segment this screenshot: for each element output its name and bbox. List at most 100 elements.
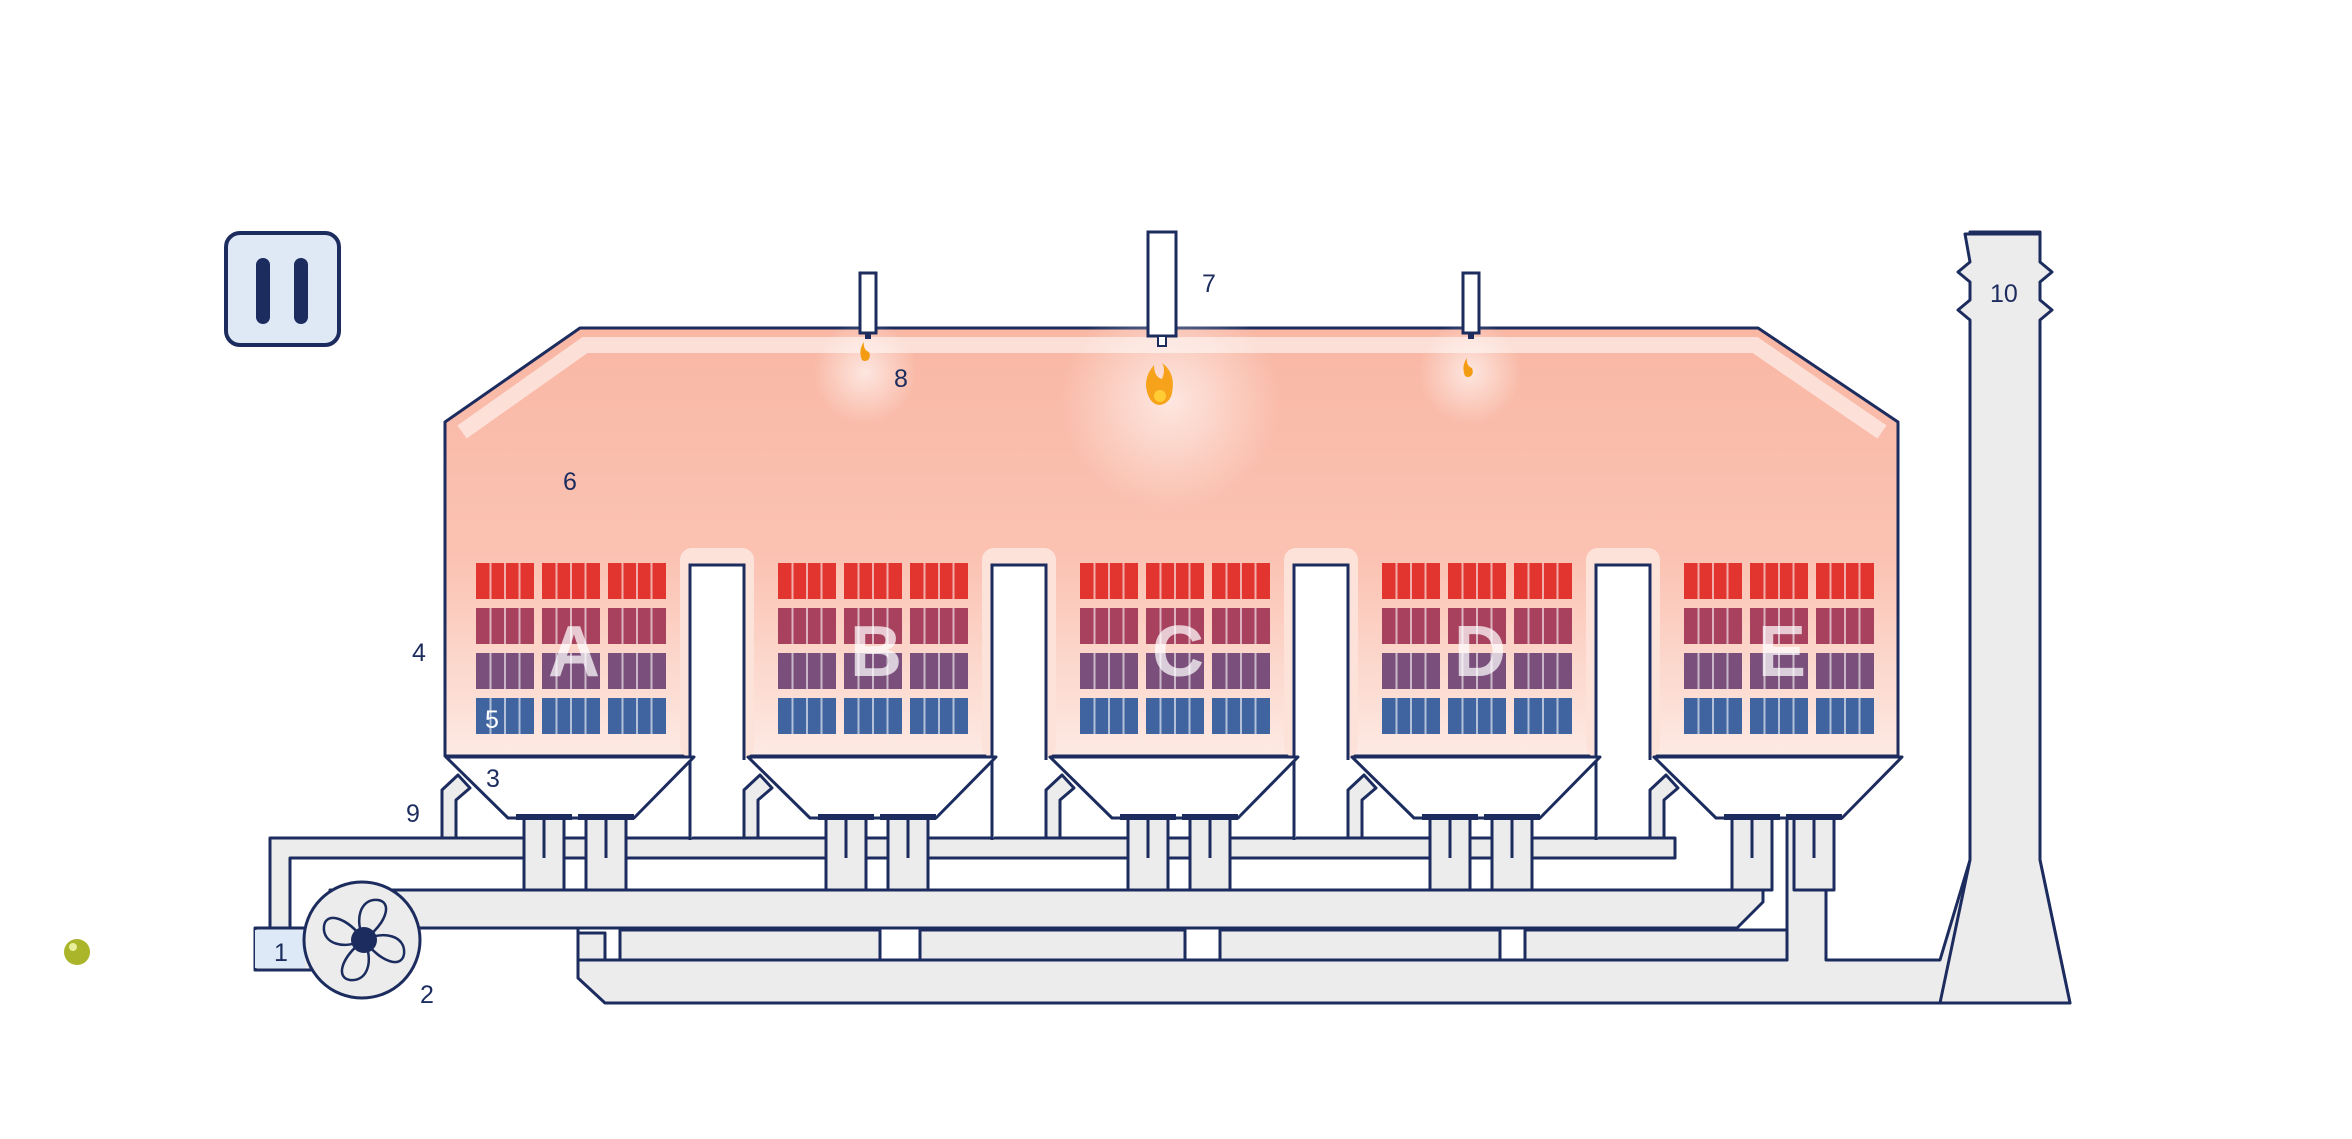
media-block — [844, 653, 902, 689]
media-block — [1212, 698, 1270, 734]
media-block — [1816, 608, 1874, 644]
hopper — [1350, 755, 1602, 820]
valve-flange — [818, 814, 874, 820]
media-block — [778, 563, 836, 599]
chamber-e: E — [1656, 563, 1902, 759]
label-aux-burner: 8 — [894, 365, 908, 393]
valve-flange — [1182, 814, 1238, 820]
burner-center — [1146, 230, 1178, 338]
media-block — [1212, 653, 1270, 689]
flame-core — [1154, 390, 1166, 402]
component-labels: 1 2 3 4 5 6 7 8 9 10 — [274, 270, 2018, 1009]
burner-right-nozzle — [1468, 333, 1474, 339]
chamber-d: D — [1354, 563, 1600, 759]
media-block — [1382, 653, 1440, 689]
purge-branch — [742, 773, 774, 840]
bulkhead — [990, 563, 1048, 840]
label-valve: 3 — [486, 765, 500, 793]
inlet-header — [253, 888, 1765, 932]
pause-button[interactable] — [224, 231, 341, 347]
media-block — [910, 698, 968, 734]
media-block — [1146, 698, 1204, 734]
media-block — [1382, 563, 1440, 599]
media-block — [910, 608, 968, 644]
media-block — [608, 608, 666, 644]
hopper — [1048, 755, 1300, 820]
bulkhead — [1292, 563, 1350, 840]
media-block — [1448, 698, 1506, 734]
media-block — [1212, 608, 1270, 644]
burner-left — [858, 271, 878, 335]
chamber-a: A — [448, 563, 694, 759]
label-stack: 10 — [1990, 280, 2018, 308]
valve-flange — [1786, 814, 1842, 820]
media-block — [1448, 653, 1506, 689]
valve-flange — [1484, 814, 1540, 820]
media-block — [1146, 653, 1204, 689]
pause-button-frame — [224, 231, 341, 347]
media-block — [910, 563, 968, 599]
status-indicator — [64, 939, 90, 965]
label-fan: 2 — [420, 981, 434, 1009]
bulkhead — [688, 563, 746, 840]
purge-branch — [1648, 773, 1680, 840]
valve-flange — [516, 814, 572, 820]
media-block — [476, 698, 534, 734]
burner-right — [1461, 271, 1481, 335]
media-block — [1750, 653, 1808, 689]
media-block — [1382, 698, 1440, 734]
media-block — [844, 563, 902, 599]
media-block — [1382, 608, 1440, 644]
chamber-c: C — [1052, 563, 1298, 759]
chamber-b: B — [750, 563, 996, 759]
media-block — [844, 698, 902, 734]
media-block — [778, 698, 836, 734]
media-block — [1080, 563, 1138, 599]
chamber-letter: D — [1454, 612, 1506, 692]
media-beds: A B C D E — [448, 548, 1902, 840]
media-block — [1146, 563, 1204, 599]
media-block — [778, 608, 836, 644]
media-block — [1448, 563, 1506, 599]
media-block — [542, 608, 600, 644]
lower-loop — [576, 928, 1789, 962]
flame-large-icon — [1146, 363, 1173, 405]
media-block — [1816, 563, 1874, 599]
media-block — [1080, 653, 1138, 689]
fan-icon — [322, 898, 406, 982]
valve-flange — [880, 814, 936, 820]
fan[interactable] — [302, 880, 422, 1000]
hopper — [746, 755, 998, 820]
valve-flange — [1422, 814, 1478, 820]
label-inlet: 1 — [274, 939, 288, 967]
purge-branch — [1346, 773, 1378, 840]
media-block — [1684, 653, 1742, 689]
media-block — [1750, 608, 1808, 644]
chamber-letter: E — [1758, 612, 1806, 692]
media-block — [542, 653, 600, 689]
media-block — [1212, 563, 1270, 599]
media-block — [542, 563, 600, 599]
media-block — [608, 563, 666, 599]
burner-glow-left — [813, 320, 917, 424]
valve-flange — [578, 814, 634, 820]
flame-small-icon — [860, 342, 870, 361]
hopper — [1652, 755, 1904, 820]
hoppers — [444, 755, 1904, 858]
burner-center-nozzle — [1157, 335, 1167, 347]
media-block — [476, 608, 534, 644]
chamber-letter: C — [1152, 612, 1204, 692]
media-block — [1816, 653, 1874, 689]
media-block — [778, 653, 836, 689]
media-block — [1514, 653, 1572, 689]
media-block — [1750, 698, 1808, 734]
media-block — [542, 698, 600, 734]
media-block — [1514, 563, 1572, 599]
chamber-letter: B — [850, 612, 902, 692]
label-combustion-chamber: 6 — [563, 468, 577, 496]
media-block — [1514, 698, 1572, 734]
burner-left-nozzle — [865, 333, 871, 339]
inlet-opening — [255, 930, 305, 968]
media-block — [1816, 698, 1874, 734]
flame-small-icon — [1463, 358, 1473, 377]
